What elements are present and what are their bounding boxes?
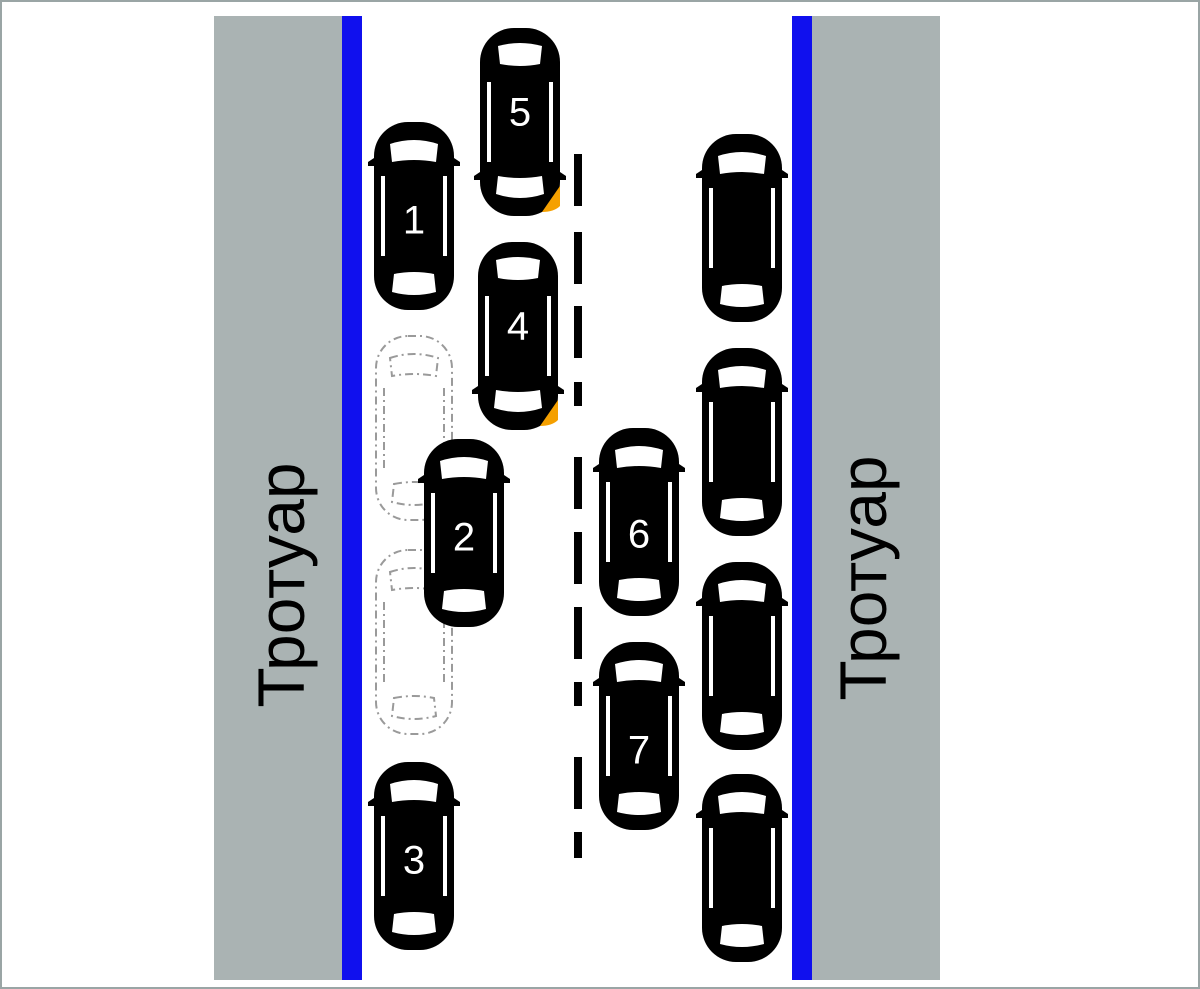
parked-car <box>696 774 788 962</box>
lane-dash <box>574 457 582 509</box>
sidewalk-right <box>812 16 940 980</box>
curb-line-right <box>792 16 812 980</box>
lane-dash <box>574 382 582 406</box>
car-7: 7 <box>593 642 685 830</box>
sidewalk-left <box>214 16 344 980</box>
car-4-label: 4 <box>507 305 529 349</box>
curb-line-left <box>342 16 362 980</box>
lane-dash <box>574 232 582 284</box>
lane-dash <box>574 532 582 584</box>
car-1: 1 <box>368 122 460 310</box>
sidewalk-right-label: Тротуар <box>826 455 900 700</box>
car-6: 6 <box>593 428 685 616</box>
lane-dash <box>574 832 582 858</box>
car-1-label: 1 <box>403 199 425 243</box>
lane-dash <box>574 757 582 809</box>
lane-dash <box>574 154 582 206</box>
sidewalk-left-label: Тротуар <box>244 462 318 707</box>
lane-dash <box>574 607 582 659</box>
lane-dash <box>574 682 582 706</box>
parked-car <box>696 562 788 750</box>
car-3-label: 3 <box>403 839 425 883</box>
parked-car <box>696 348 788 536</box>
car-4: 4 <box>472 242 564 430</box>
car-5-label: 5 <box>509 91 531 135</box>
car-2: 2 <box>418 439 510 627</box>
parked-car <box>696 134 788 322</box>
car-6-label: 6 <box>628 513 650 557</box>
lane-dash <box>574 306 582 358</box>
car-4-turn-signal <box>540 400 558 426</box>
car-5: 5 <box>474 28 566 216</box>
car-2-label: 2 <box>453 516 475 560</box>
car-7-label: 7 <box>628 729 650 773</box>
lane-divider-dashed <box>574 154 582 858</box>
car-5-turn-signal <box>542 186 560 212</box>
car-3: 3 <box>368 762 460 950</box>
